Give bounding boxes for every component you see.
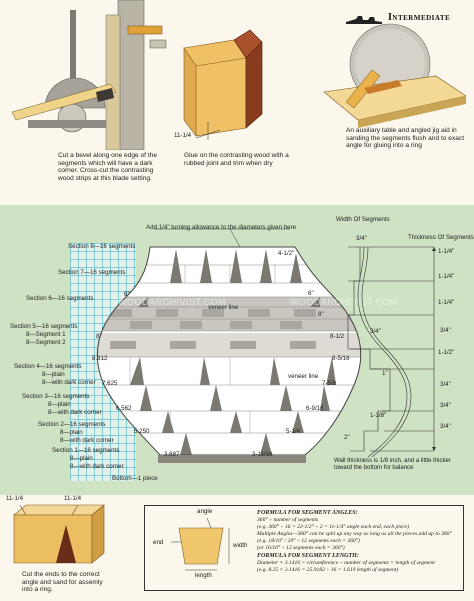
caption-step4: Cut the ends to the correct angle and sa… bbox=[22, 571, 103, 594]
segment-diagram bbox=[171, 517, 230, 571]
width-4: 2" bbox=[344, 434, 350, 441]
thickness-0: 1-1/4" bbox=[438, 248, 455, 255]
caption-step2: Glue on the contrasting wood with a rubb… bbox=[184, 152, 289, 167]
label-section-2-plain: 8—plain bbox=[60, 429, 83, 436]
level-badge: Intermediate bbox=[344, 12, 468, 26]
angles-line2: (e.g. 360° ÷ 16 = 22-1/2° ÷ 2 = 11-1/4° … bbox=[257, 524, 410, 530]
thickness-4: 1-1/2" bbox=[438, 349, 455, 356]
dim-l-3: 7.625 bbox=[102, 380, 118, 387]
thickness-3: 3/4" bbox=[440, 327, 451, 334]
label-section-1-plain: 8—plain bbox=[70, 455, 93, 462]
caption-step1: Cut a bevel along one edge of the segmen… bbox=[58, 152, 157, 182]
dim-r-0: 4-1/2" bbox=[278, 250, 295, 257]
label-section-2: Section 2—16 segments bbox=[38, 421, 106, 428]
label-section-2-dark: 8—with dark corner bbox=[60, 437, 114, 444]
width-0: 3/4" bbox=[356, 235, 367, 242]
dims-right: 4-1/2" 6" 8" 8-1/2 8-5/16 7-5/8 6-9/16 5… bbox=[0, 205, 474, 495]
label-section-6: Section 6—16 segments bbox=[26, 295, 94, 302]
seg-label-angle: angle bbox=[197, 508, 213, 515]
disc-sander-illustration bbox=[323, 23, 467, 128]
seg-label-length: length bbox=[195, 572, 212, 579]
segment-block-illustration bbox=[13, 504, 105, 564]
dim-r-6: 6-9/16 bbox=[306, 405, 324, 412]
dim-l-4: 6.562 bbox=[116, 405, 132, 412]
dim-r-5: 7-5/8 bbox=[322, 380, 337, 387]
dim-r-8: 3-11/16 bbox=[252, 451, 273, 458]
thickness-7: 3/4" bbox=[440, 423, 451, 430]
allowance-note: Add 1/4" turning allowance to the diamet… bbox=[146, 224, 297, 231]
dim-bottom-right: 11-1/4 bbox=[64, 495, 82, 502]
veneer-line-upper: veneer line bbox=[208, 304, 239, 311]
dim-l-2: 8.312 bbox=[92, 355, 108, 362]
label-section-1: Section 1—16 segments bbox=[52, 447, 120, 454]
dim-r-4: 8-5/16 bbox=[332, 355, 350, 362]
section-labels-left: Section 8—16 segments Section 7—16 segme… bbox=[4, 243, 136, 473]
thickness-1: 1-1/4" bbox=[438, 273, 455, 280]
dim-r-1: 6" bbox=[308, 290, 314, 297]
wall-thickness-note: Wall thickness is 1/8 inch, and a little… bbox=[334, 458, 451, 471]
watermark-2: WOODARCHIVIST.COM bbox=[290, 297, 399, 307]
label-section-3: Section 3—16 segments bbox=[22, 393, 90, 400]
label-section-7: Section 7—16 segments bbox=[58, 269, 126, 276]
formula-text: FORMULA FOR SEGMENT ANGLES: 360° ÷ numbe… bbox=[257, 510, 457, 574]
dim-l-1: 8" bbox=[96, 333, 102, 340]
angles-line1: 360° ÷ number of segments bbox=[257, 517, 319, 523]
watermark-1: WOODARCHIVIST.COM bbox=[118, 297, 227, 307]
miter-saw-illustration bbox=[11, 0, 167, 150]
profile-title-width: Width Of Segments bbox=[336, 216, 390, 223]
label-section-3-dark: 8—with dark corner bbox=[48, 409, 102, 416]
caption-step3: An auxiliary table and angled jig aid in… bbox=[346, 127, 465, 150]
label-section-4: Section 4—16 segments bbox=[14, 363, 82, 370]
width-2: 1" bbox=[382, 370, 388, 377]
angles-line5: (or 16/10° ÷ 12 segments each = 360°) bbox=[257, 545, 345, 551]
dim-bottom-left: 11-1/4 bbox=[6, 495, 24, 502]
bottom-section: 11-1/4 11-1/4 Cut the ends to the correc… bbox=[0, 495, 474, 601]
glued-block-illustration bbox=[183, 30, 263, 140]
dims-left: 6" 8" 8.312 7.625 6.562 5.250 3.687 bbox=[0, 205, 474, 495]
seg-label-width: width bbox=[233, 542, 248, 549]
dim-thickness-top: 11-1/4 bbox=[174, 132, 192, 139]
vase-diagram-section: Add 1/4" turning allowance to the diamet… bbox=[0, 205, 474, 495]
width-3: 1-3/8" bbox=[370, 412, 387, 419]
thickness-2: 1-1/4" bbox=[438, 299, 455, 306]
width-1: 3/4" bbox=[370, 328, 381, 335]
seg-label-end: end bbox=[153, 539, 164, 546]
label-section-8: Section 8—16 segments bbox=[68, 243, 136, 250]
angles-line3: Multiple Angles—360° can be split up any… bbox=[257, 531, 452, 537]
length-line2: (e.g. 8.25 × 3.1416 = 25.9182 ÷ 16 = 1.6… bbox=[257, 567, 399, 573]
router-plane-icon bbox=[346, 16, 382, 24]
angles-title: FORMULA FOR SEGMENT ANGLES: bbox=[257, 510, 358, 516]
label-section-1-dark: 8—with dark corner bbox=[70, 463, 124, 470]
label-section-3-plain: 8—plain bbox=[48, 401, 71, 408]
label-section-5: Section 5—16 segments bbox=[10, 323, 78, 330]
level-label: Intermediate bbox=[388, 12, 451, 23]
dim-l-5: 5.250 bbox=[134, 428, 150, 435]
profile-title-thickness: Thickness Of Segments bbox=[408, 234, 474, 241]
label-section-5-seg2: 8—Segment 2 bbox=[26, 339, 66, 346]
dim-l-6: 3.687 bbox=[164, 451, 180, 458]
dim-r-3: 8-1/2 bbox=[330, 333, 345, 340]
bottom-label: Bottom—1 piece bbox=[112, 475, 158, 482]
top-section: Intermediate Cut a bevel along one edge … bbox=[0, 0, 474, 205]
wall-profile-diagram bbox=[347, 246, 436, 458]
dim-r-2: 8" bbox=[318, 311, 324, 318]
label-section-4-dark: 8—with dark corner bbox=[42, 379, 96, 386]
dim-l-0: 6" bbox=[124, 291, 130, 298]
length-title: FORMULA FOR SEGMENT LENGTH: bbox=[257, 553, 359, 559]
thickness-6: 3/4" bbox=[440, 402, 451, 409]
length-line1: Diameter × 3.1416 = circumference ÷ numb… bbox=[257, 560, 435, 566]
vase-cross-section bbox=[96, 228, 362, 463]
thickness-5: 3/4" bbox=[440, 381, 451, 388]
formula-box: angle end width length FORMULA FOR SEGME… bbox=[144, 505, 464, 591]
angles-line4: (e.g. 18/10° / 20° ÷ 12 segments each = … bbox=[257, 538, 360, 544]
dim-r-7: 5-1/4 bbox=[286, 428, 301, 435]
label-section-5-seg1: 8—Segment 1 bbox=[26, 331, 66, 338]
label-section-4-plain: 8—plain bbox=[42, 371, 65, 378]
veneer-line-lower: veneer line bbox=[288, 373, 319, 380]
